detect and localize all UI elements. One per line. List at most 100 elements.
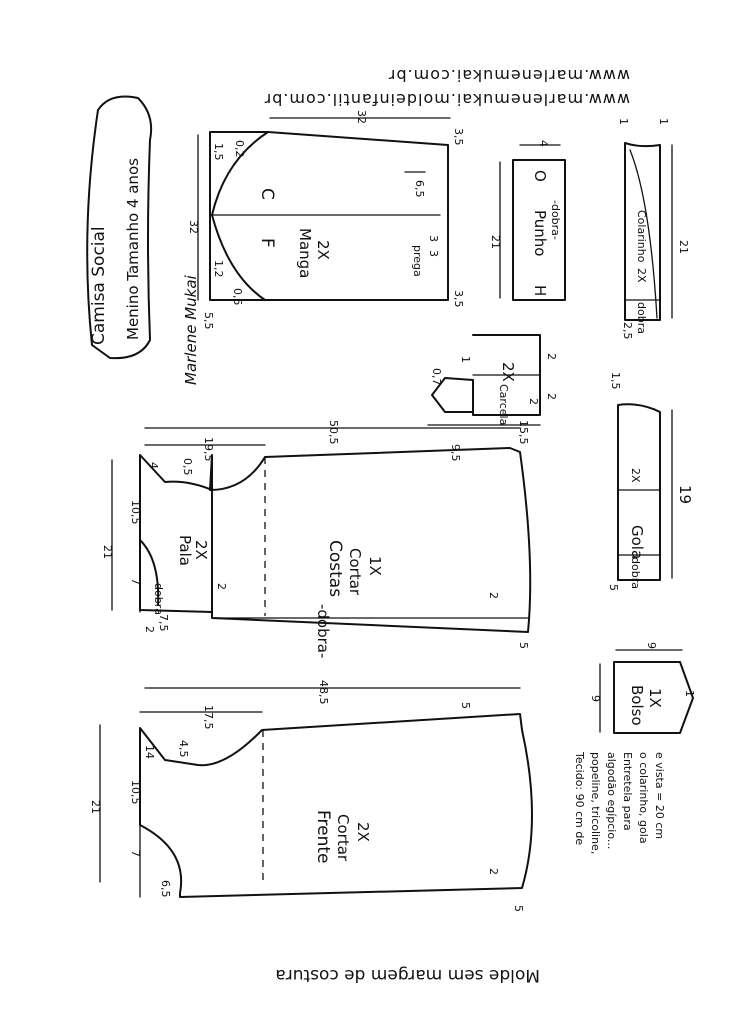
frente-shoulder: 17,5 <box>202 705 215 730</box>
costas-cut: Cortar <box>346 548 364 596</box>
piece-gola: Gola 2X dobra 19 1,5 5 <box>607 372 694 591</box>
title-block: Camisa Social Menino Tamanho 4 anos Marl… <box>86 95 200 385</box>
fabric-line-2: popeline, tricoline, <box>589 752 602 854</box>
manga-cap-front <box>211 214 266 301</box>
frente-cut: Cortar <box>334 814 352 862</box>
manga-front-letter: F <box>257 238 277 248</box>
manga-cap-back <box>211 131 269 216</box>
pala-neck-a: 10,5 <box>129 500 142 525</box>
pattern-title: Camisa Social <box>89 226 109 345</box>
colarinho-top-b: 1 <box>657 118 670 125</box>
frente-s14: 14 <box>143 745 156 759</box>
carcela-b: 2 <box>545 353 558 360</box>
manga-label: Manga <box>296 228 314 278</box>
fabric-note: Tecido: 90 cm de popeline, tricoline, al… <box>573 751 666 854</box>
piece-carcela: 2X Carcela 0,7 1 2 2 2 15,5 <box>427 334 558 445</box>
colarinho-label: Colarinho <box>635 210 648 263</box>
bolso-height: 9 <box>589 695 602 702</box>
colarinho-length: 21 <box>677 240 690 254</box>
punho-height: 4 <box>537 140 550 147</box>
manga-cap-a: 1,5 <box>212 143 225 161</box>
manga-cap-d: 0,5 <box>231 288 244 306</box>
pala-fold: dobra <box>152 583 165 615</box>
signature: Marlene Mukai <box>182 274 200 385</box>
costas-label: Costas <box>325 540 345 597</box>
fabric-line-5: o colarinho, gola <box>637 752 650 844</box>
gola-label: Gola <box>628 525 646 559</box>
carcela-label: Carcela <box>497 384 510 425</box>
punho-length: 21 <box>489 235 502 249</box>
manga-cap-e: 5,5 <box>202 312 215 330</box>
manga-outline <box>209 131 449 301</box>
punho-mark-h: H <box>531 285 549 296</box>
piece-bolso: Bolso 1X 9 9 1 <box>589 642 696 734</box>
punho-label: Punho <box>531 210 549 256</box>
frente-qty: 2X <box>354 822 372 842</box>
colarinho-curve <box>629 149 658 319</box>
manga-cap-c: 1,2 <box>212 260 225 278</box>
colarinho-outline <box>624 142 661 321</box>
piece-pala: Pala 2X dobra 21 4 0,5 10,5 7 7,5 2 2 <box>101 454 228 633</box>
manga-width: 32 <box>355 110 368 124</box>
pala-width: 21 <box>101 545 114 559</box>
manga-wrist-a: 3,5 <box>452 128 465 146</box>
fabric-line-3: algodão egípcio... <box>605 752 618 849</box>
costas-length: 50,5 <box>327 420 340 445</box>
bolso-width: 9 <box>645 642 658 649</box>
frente-label: Frente <box>313 810 333 864</box>
punho-fold: -dobra- <box>549 200 562 240</box>
costas-outline <box>209 447 532 633</box>
pala-neckline <box>139 539 160 606</box>
piece-punho: Punho -dobra- H O 4 21 <box>489 140 566 301</box>
url-block: www.marlenemukai.com.br www.marlenemukai… <box>264 66 630 109</box>
piece-costas: Costas Cortar 1X -dobra- 50,5 19,5 2 5 9… <box>144 420 532 658</box>
gola-outline <box>617 403 661 581</box>
frente-neck-b: 7 <box>129 850 142 857</box>
pala-qty: 2X <box>192 540 210 560</box>
gola-qty: 2X <box>629 468 642 483</box>
carcela-length: 15,5 <box>517 420 530 445</box>
piece-manga: C F Manga 2X prega 32 32 1,5 0,2 1,2 0,5… <box>187 110 465 330</box>
costas-top-dim: 9,5 <box>449 444 462 462</box>
url-2: www.marlenemukai.moldeinfantil.com.br <box>264 90 630 109</box>
manga-pleat-b: 3 <box>427 235 440 242</box>
costas-shoulder: 19,5 <box>202 437 215 462</box>
manga-wrist-b: 3,5 <box>452 290 465 308</box>
frente-s45: 4,5 <box>177 740 190 758</box>
pala-label: Pala <box>176 535 194 566</box>
frente-length: 48,5 <box>317 680 330 705</box>
gola-top: 1,5 <box>609 372 622 390</box>
frente-hem-right: 5 <box>512 905 525 912</box>
pala-outline <box>139 454 213 613</box>
url-1: www.marlenemukai.com.br <box>388 66 630 85</box>
manga-qty: 2X <box>314 240 332 260</box>
costas-qty: 1X <box>366 556 384 576</box>
fabric-line-6: e vista = 20 cm <box>653 752 666 839</box>
punho-outline <box>512 159 566 301</box>
piece-colarinho: Colarinho 2X dobra 21 1 1 2,5 <box>617 118 690 340</box>
pala-side: 2 <box>215 583 228 590</box>
gola-side: 5 <box>607 584 620 591</box>
pala-neck-b: 7 <box>129 578 142 585</box>
bolso-tip: 1 <box>683 690 696 697</box>
manga-pleat-a: 6,5 <box>413 180 426 198</box>
frente-hem-left: 6,5 <box>159 880 172 898</box>
carcela-d: 2 <box>527 398 540 405</box>
costas-hem: 5 <box>517 642 530 649</box>
pattern-subtitle: Menino Tamanho 4 anos <box>124 158 142 340</box>
piece-frente: Frente Cortar 2X 48,5 21 17,5 14 4,5 10,… <box>89 680 533 912</box>
gola-fold: dobra <box>629 557 642 589</box>
pala-bottom2: 2 <box>143 626 156 633</box>
frente-outline <box>139 713 533 898</box>
pala-h05: 0,5 <box>181 458 194 476</box>
colarinho-fold: dobra <box>635 302 648 334</box>
frente-top-dim: 5 <box>459 702 472 709</box>
manga-height: 32 <box>187 220 200 234</box>
pala-h4: 4 <box>147 462 160 469</box>
gola-length: 19 <box>676 485 694 504</box>
manga-back-letter: C <box>257 188 277 200</box>
bolso-label: Bolso <box>628 685 646 726</box>
fabric-line-4: Entretela para <box>621 752 634 831</box>
